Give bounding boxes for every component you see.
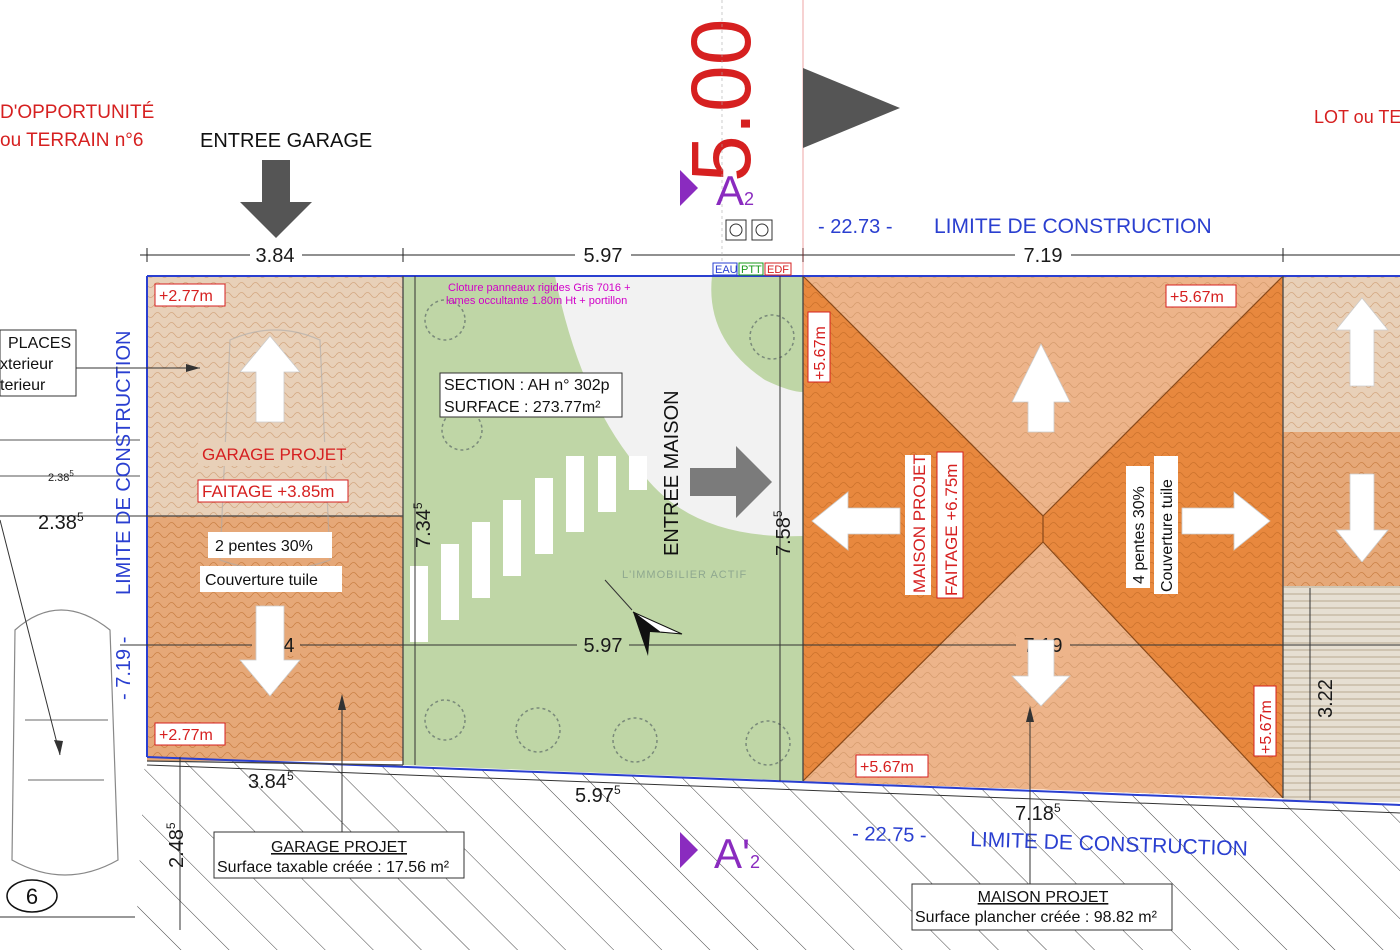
top-dimension-line [140,248,1400,262]
height-garage-bottom: +2.77m [159,727,213,744]
north-arrow-icon [604,579,683,656]
watermark: L'IMMOBILIER ACTIF [622,569,747,581]
maison-projet-label: MAISON PROJET [910,454,929,593]
height-garage-top: +2.77m [159,288,213,305]
places-line2: xterieur [0,356,54,373]
dim-left-bottom: 2.485 [164,822,188,868]
dim-mid-garden: 5.97 [584,635,623,657]
garage-roof-arrow-up-icon [239,335,301,423]
entree-maison-arrow-icon [690,446,772,518]
limite-bottom-number: - 22.75 - [852,823,927,847]
lot-right-label: LOT ou TE [1314,107,1400,127]
maison-box-title: MAISON PROJET [978,889,1109,906]
surface-parcel-label: SURFACE : 273.77m² [444,399,601,416]
maison-box-text: Surface plancher créée : 98.82 m² [915,909,1158,926]
maison-faitage-label: FAITAGE +6.75m [942,464,961,596]
network-eau: EAU [715,264,738,276]
section-parcel-label: SECTION : AH n° 302p [444,377,610,394]
cloture-line1: Cloture panneaux rigides Gris 7016 + [448,282,631,294]
dim-bot-garden: 5.975 [575,783,621,807]
garage-pentes-label: 2 pentes 30% [215,538,313,555]
section-a2-marker-icon [680,170,698,206]
section-a2p-marker-icon [680,832,698,868]
entree-garage-label: ENTREE GARAGE [200,130,372,152]
meter-icon [725,219,747,241]
meter-icon [751,219,773,241]
dim-top-garage: 3.84 [256,245,295,267]
height-house-top-right: +5.67m [1170,289,1224,306]
garage-roof-arrow-down-icon [239,605,301,697]
house-roof-arrows-icon [811,297,1389,707]
cloture-line2: lames occultante 1.80m Ht + portillon [446,295,627,307]
dim-top-garden: 5.97 [584,245,623,267]
trees [424,299,795,766]
garage-faitage-label: FAITAGE +3.85m [202,482,334,501]
limite-top-label: LIMITE DE CONSTRUCTION [934,215,1212,238]
opportunite-line1: D'OPPORTUNITÉ [0,102,154,123]
garage-projet-label: GARAGE PROJET [202,445,347,464]
dim-left-small: 2.385 [48,469,74,484]
entree-garage-arrow-icon [240,160,312,238]
dim-top-house: 7.19 [1024,245,1063,267]
opportunite-line2: ou TERRAIN n°6 [0,130,143,151]
lot-number: 6 [26,884,38,909]
section-a2-label: A2 [716,167,754,214]
dim-garden-right: 7.585 [771,510,795,556]
big-dimension: 5.00 [674,19,768,183]
lot-number-badge [6,879,58,913]
limite-left-label: LIMITE DE CONSTRUCTION [113,331,135,595]
places-line3: terieur [0,377,46,394]
limite-top-number: - 22.73 - [818,216,892,238]
dim-right-side: 3.22 [1315,679,1337,718]
dim-bot-garage: 3.845 [248,769,294,793]
network-ptt: PTT [741,264,762,276]
limite-left-number: - 7.19 - [113,637,135,700]
dim-garden-left: 7.345 [411,502,435,548]
height-house-top-left: +5.67m [812,326,829,380]
dim-bot-house: 7.185 [1015,801,1061,825]
places-line1: PLACES [8,335,71,352]
section-direction-arrow-icon [803,68,900,148]
maison-couverture-label: Couverture tuile [1159,479,1176,592]
network-edf: EDF [767,264,789,276]
height-house-bottom-right: +5.67m [1258,700,1275,754]
garage-box-title: GARAGE PROJET [271,839,407,856]
maison-pentes-label: 4 pentes 30% [1131,486,1148,584]
height-house-bottom-left: +5.67m [860,759,914,776]
entree-maison-label: ENTREE MAISON [661,390,683,556]
stepping-stones [410,456,647,642]
garage-couverture-label: Couverture tuile [205,572,318,589]
section-a2p-label: A'2 [714,830,760,877]
dim-left-big: 2.385 [38,510,84,534]
garage-box-text: Surface taxable créée : 17.56 m² [217,859,450,876]
